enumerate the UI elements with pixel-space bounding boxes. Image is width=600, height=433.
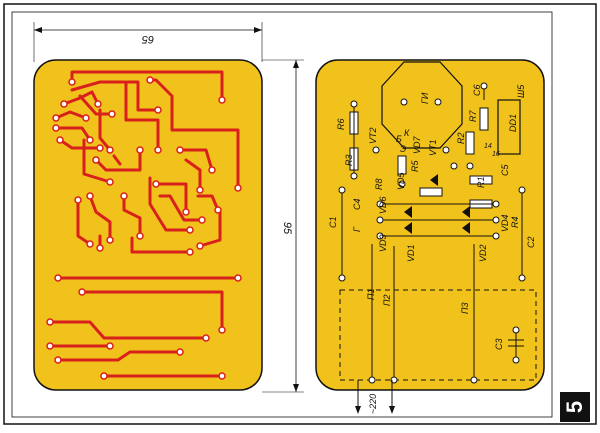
label-dd1: DD1 [508,114,518,132]
label-b: Б [396,134,402,144]
label-vt2: VT2 [368,127,378,144]
label-p3: П3 [460,302,470,314]
label-sh5: Ш5 [516,84,526,98]
relay-outline [339,289,537,381]
label-vd7: VD7 [412,135,422,154]
width-label: 65 [141,33,154,45]
label-r5: R5 [410,160,420,172]
height-dimension: 95 [262,59,304,393]
width-dimension: 65 [33,22,263,62]
label-e: Э [400,144,406,154]
transformer-outline [381,61,463,149]
label-r3: R3 [344,154,354,166]
component-pads [338,82,526,384]
label-r6: R6 [336,118,346,130]
diode-symbols [404,174,470,234]
label-g: Г [352,226,362,232]
solder-pads [46,76,242,380]
label-r4: R4 [510,216,520,228]
label-r2: R2 [456,132,466,144]
label-vd2: VD2 [478,244,488,262]
label-p1: П1 [366,288,376,300]
label-p2: П2 [382,294,392,306]
label-c1: C1 [328,216,338,228]
height-label: 95 [281,222,293,235]
mains-leads: ~220 [355,380,395,414]
label-vd4: VD4 [500,214,510,232]
component-labels: R6 R3 R8 R5 R2 R7 R1 R4 C1 C2 C3 C4 C5 C… [328,84,536,350]
label-c4: C4 [352,198,362,210]
copper-traces [48,70,240,378]
inner-border [11,11,553,418]
label-vd5: VD5 [396,171,406,190]
component-side-board: R6 R3 R8 R5 R2 R7 R1 R4 C1 C2 C3 C4 C5 C… [315,59,545,414]
figure-number-badge: 5 [560,392,590,422]
dd1-chip [497,99,521,155]
label-mains: ~220 [368,394,378,414]
label-r8: R8 [374,178,384,190]
trace-side-board [33,59,263,391]
label-gi: ГИ [420,92,430,104]
label-k: К [404,128,410,138]
figure-number: 5 [562,400,587,414]
label-vd3: VD3 [378,234,388,252]
outer-border [3,3,597,425]
label-c6: C6 [472,84,482,96]
label-vd6: VD6 [378,196,388,214]
label-r7: R7 [468,110,478,122]
label-vt1: VT1 [428,139,438,156]
label-c5: C5 [500,164,510,176]
label-c3: C3 [494,338,504,350]
label-vd1: VD1 [406,244,416,262]
label-c2: C2 [526,236,536,248]
component-leads [341,86,524,380]
label-pin16: 16 [492,151,500,158]
label-pin14: 14 [484,143,492,150]
label-r1: R1 [476,176,486,188]
